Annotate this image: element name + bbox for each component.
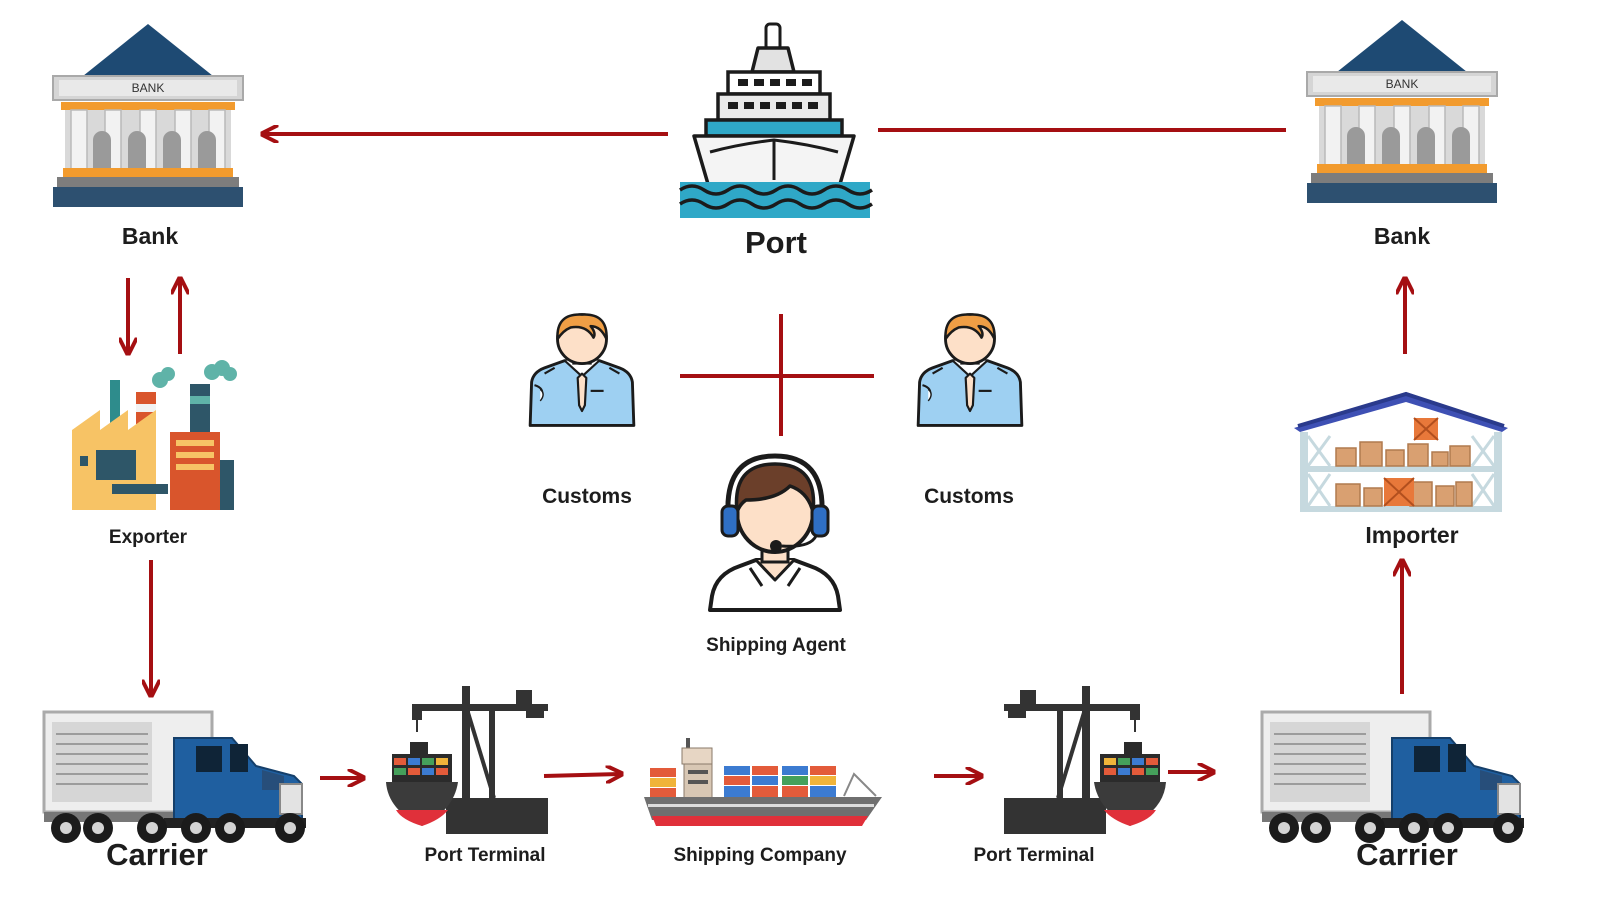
headset-agent-icon <box>708 453 842 612</box>
truck-icon <box>42 710 308 845</box>
cruise-ship-icon <box>679 22 873 218</box>
shipping-agent-node: Shipping Agent <box>706 453 846 656</box>
port-label: Port <box>745 225 807 260</box>
shipping-agent-label: Shipping Agent <box>706 635 846 656</box>
customs-officer-icon <box>916 313 1024 427</box>
customs-left-node: Customs <box>528 313 636 508</box>
carrier-right-node: Carrier <box>1260 710 1526 872</box>
bank-left-node: BANK Bank <box>52 23 244 249</box>
bank-icon: BANK <box>52 23 244 208</box>
customs-left-label: Customs <box>542 485 632 508</box>
customs-right-label: Customs <box>924 485 1014 508</box>
truck-icon <box>1260 710 1526 845</box>
customs-officer-icon <box>528 313 636 427</box>
exporter-label: Exporter <box>109 527 188 548</box>
port-terminal-right-label: Port Terminal <box>973 845 1094 866</box>
importer-label: Importer <box>1365 522 1458 548</box>
connector-lines <box>128 130 1405 778</box>
bank-icon: BANK <box>1306 19 1498 204</box>
customs-right-node: Customs <box>916 313 1024 508</box>
exporter-node: Exporter <box>72 360 237 548</box>
bank-sign-text: BANK <box>132 81 165 95</box>
port-node: Port <box>679 22 873 260</box>
port-terminal-left-node: Port Terminal <box>386 686 548 866</box>
factory-icon <box>72 360 237 510</box>
port-crane-icon <box>1004 686 1166 834</box>
bank-right-node: BANK Bank <box>1306 19 1498 249</box>
arrow-terminal-to-ship <box>543 774 620 776</box>
port-terminal-right-node: Port Terminal <box>973 686 1166 866</box>
bank-right-label: Bank <box>1374 223 1430 249</box>
warehouse-icon <box>1294 391 1508 512</box>
shipping-company-node: Shipping Company <box>644 738 882 866</box>
bank-left-label: Bank <box>122 223 178 249</box>
carrier-left-node: Carrier <box>42 710 308 872</box>
bank-sign-text: BANK <box>1386 77 1419 91</box>
importer-node: Importer <box>1294 391 1508 548</box>
container-ship-icon <box>644 738 882 826</box>
shipping-company-label: Shipping Company <box>673 845 847 866</box>
carrier-right-label: Carrier <box>1356 837 1458 872</box>
port-crane-icon <box>386 686 548 834</box>
port-terminal-left-label: Port Terminal <box>424 845 545 866</box>
carrier-left-label: Carrier <box>106 837 208 872</box>
